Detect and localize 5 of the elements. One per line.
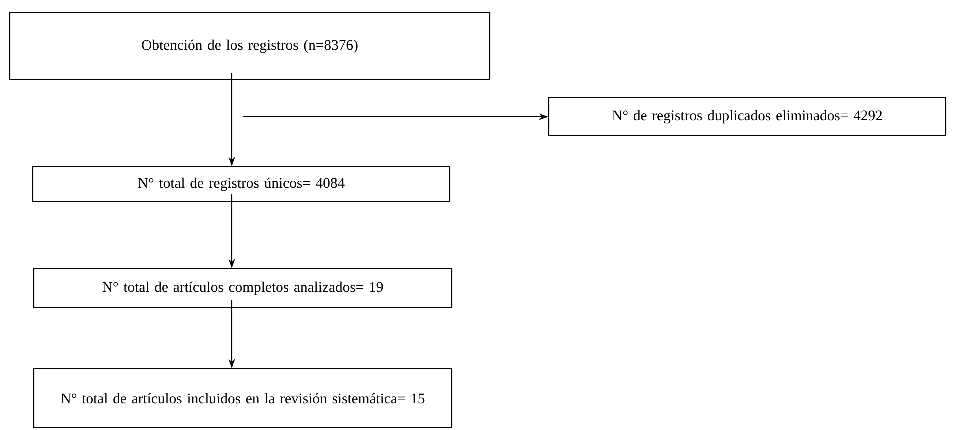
process-box: Obtención de los registros (n=8376) xyxy=(9,12,491,81)
process-box: N° total de artículos completos analizados= 19 xyxy=(33,268,453,309)
process-box: N° de registros duplicados eliminados= 4292 xyxy=(548,97,947,137)
process-box: N° total de registros únicos= 4084 xyxy=(32,166,451,203)
process-box: N° total de artículos incluidos en la revisión sistemática= 15 xyxy=(33,368,453,429)
